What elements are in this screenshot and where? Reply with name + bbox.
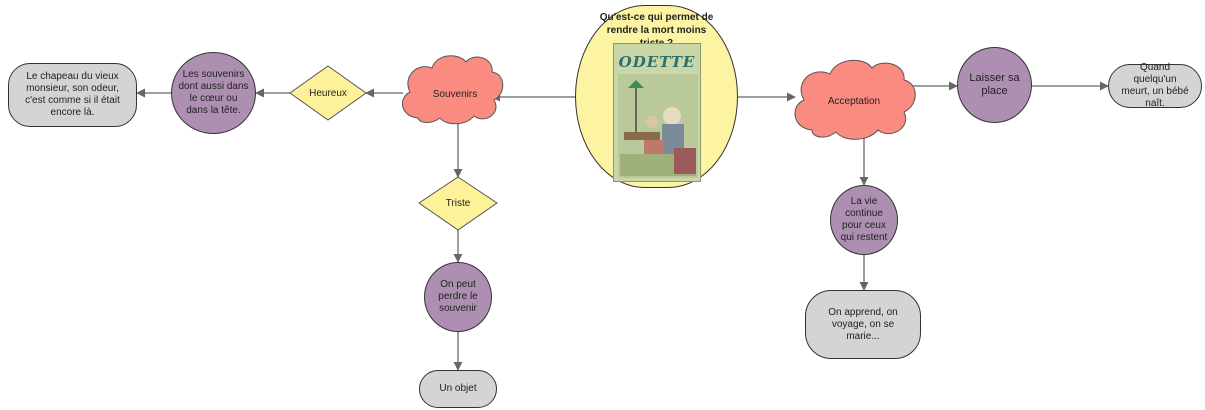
objet-node: Un objet xyxy=(419,370,497,408)
book-cover-illustration xyxy=(618,74,698,178)
triste-node: Triste xyxy=(445,197,471,209)
heureux-diamond-shape xyxy=(289,65,367,121)
souvenirs-coeur-node: Les souvenirs dont aussi dans le cœur ou… xyxy=(171,52,256,134)
perdre-souvenir-node: On peut perdre le souvenir xyxy=(424,262,492,332)
heureux-node: Heureux xyxy=(309,87,347,99)
laisser-sa-place-node: Laisser sa place xyxy=(957,47,1032,123)
bebe-nait-node: Quand quelqu'un meurt, un bébé naît. xyxy=(1108,62,1202,109)
chapeau-node: Le chapeau du vieux monsieur, son odeur,… xyxy=(8,63,137,127)
acceptation-cloud-shape xyxy=(794,59,916,140)
book-cover-image: ODETTE xyxy=(613,43,701,182)
souvenirs-cloud-shape xyxy=(402,55,504,125)
central-question-node: Qu'est-ce qui permet de rendre la mort m… xyxy=(575,5,738,188)
book-cover-title: ODETTE xyxy=(618,53,696,71)
triste-diamond-shape xyxy=(418,176,498,231)
vie-continue-node: La vie continue pour ceux qui restent xyxy=(830,185,898,255)
on-apprend-node: On apprend, on voyage, on se marie... xyxy=(805,290,921,359)
souvenirs-node: Souvenirs xyxy=(432,88,478,100)
acceptation-node: Acceptation xyxy=(827,95,881,107)
